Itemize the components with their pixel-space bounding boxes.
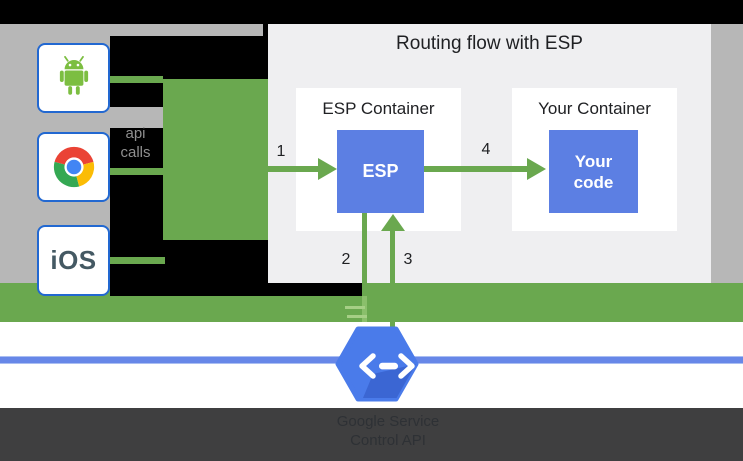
- ios-client-box: iOS: [37, 225, 110, 296]
- arrow-2-dash: [347, 315, 367, 318]
- android-connector-line: [110, 76, 163, 83]
- api-calls-label: api calls: [120, 125, 151, 161]
- arrow-4-line: [424, 166, 527, 172]
- black-patch: [110, 169, 163, 296]
- arrow-2-dash: [345, 306, 365, 309]
- android-client-box: [37, 43, 110, 113]
- service-control-caption: Google Service Control API: [336, 413, 440, 449]
- chrome-icon: [53, 146, 94, 188]
- step-1-label: 1: [276, 143, 286, 160]
- android-icon: [59, 56, 88, 95]
- chrome-client-box: [37, 132, 110, 202]
- esp-container-label: ESP Container: [322, 99, 435, 118]
- code-brackets-hexagon-icon: [335, 326, 419, 402]
- right-gray-strip: [711, 24, 743, 283]
- arrow-2-line: [362, 213, 367, 296]
- step-3-label: 3: [403, 251, 413, 268]
- your-container-label: Your Container: [538, 99, 651, 118]
- green-vertical-bar: [163, 79, 268, 240]
- step-4-label: 4: [481, 141, 491, 158]
- footer-dark-band: [0, 408, 743, 461]
- service-control-hexagon: [335, 326, 419, 402]
- black-patch: [268, 283, 362, 296]
- arrow-2-continuation: [362, 296, 367, 322]
- arrow-3-head: [381, 214, 405, 231]
- chrome-connector-line: [110, 168, 163, 175]
- arrow-3-line: [390, 231, 395, 327]
- diagram-title: Routing flow with ESP: [396, 33, 583, 54]
- ios-label: iOS: [50, 245, 97, 275]
- black-patch: [110, 128, 163, 169]
- step-2-label: 2: [341, 251, 351, 268]
- your-code-node: Your code: [549, 130, 638, 213]
- black-patch: [163, 240, 268, 296]
- black-patch: [110, 79, 163, 107]
- arrow-1-head: [318, 158, 337, 180]
- black-patch: [110, 36, 263, 79]
- arrow-1-line: [266, 166, 318, 172]
- arrow-4-head: [527, 158, 546, 180]
- esp-node: ESP: [337, 130, 424, 213]
- ios-connector-line: [110, 257, 165, 264]
